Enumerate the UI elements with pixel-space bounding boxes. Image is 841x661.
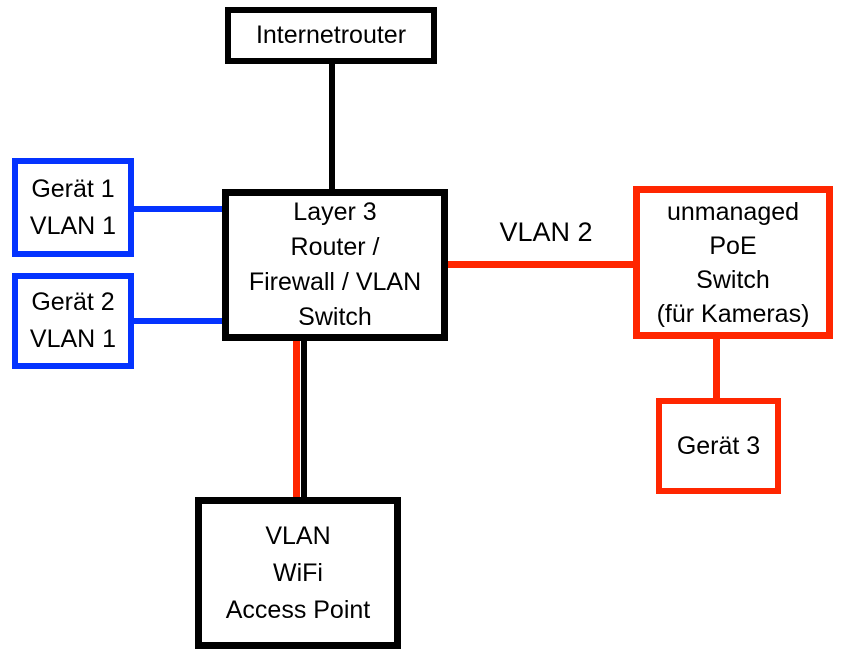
edge-poe-switch-to-geraet3 <box>713 337 720 399</box>
node-layer3-label-line1: Layer 3 <box>293 198 377 226</box>
node-geraet3-label: Gerät 3 <box>676 431 761 460</box>
node-layer3-label-line2: Router / <box>290 233 380 261</box>
node-internetrouter: Internetrouter <box>225 7 437 64</box>
node-poe-switch-label-line1: unmanaged <box>666 197 800 226</box>
edge-layer3-to-poe-switch <box>447 261 635 268</box>
node-layer3-router-firewall-vlan-switch: Layer 3 Router / Firewall / VLAN Switch <box>222 189 448 341</box>
node-vlan-wifi-access-point: VLAN WiFi Access Point <box>195 497 401 649</box>
node-layer3-label-line4: Switch <box>298 303 372 331</box>
node-internetrouter-label: Internetrouter <box>255 21 407 49</box>
node-poe-switch-label-line3: Switch <box>696 265 770 294</box>
node-wifi-ap-label-line3: Access Point <box>225 595 371 624</box>
edge-internetrouter-to-layer3 <box>329 63 335 190</box>
node-wifi-ap-label-line1: VLAN <box>265 521 331 550</box>
node-geraet2: Gerät 2 VLAN 1 <box>12 273 134 369</box>
node-geraet1: Gerät 1 VLAN 1 <box>12 158 134 257</box>
node-geraet1-label-line2: VLAN 1 <box>29 211 117 240</box>
node-geraet2-label-line1: Gerät 2 <box>31 288 115 316</box>
node-geraet3: Gerät 3 <box>656 398 781 494</box>
vlan2-edge-label: VLAN 2 <box>499 217 593 247</box>
node-geraet2-label-line2: VLAN 1 <box>29 325 117 353</box>
node-layer3-label-line3: Firewall / VLAN <box>248 268 422 296</box>
edge-layer3-to-wifi-ap-red <box>293 340 300 498</box>
node-unmanaged-poe-switch: unmanaged PoE Switch (für Kameras) <box>633 186 833 339</box>
edge-layer3-to-wifi-ap-black <box>301 340 307 498</box>
edge-geraet1-to-layer3 <box>133 206 223 212</box>
node-poe-switch-label-line2: PoE <box>709 231 757 260</box>
edge-geraet2-to-layer3 <box>133 318 223 324</box>
node-wifi-ap-label-line2: WiFi <box>273 558 323 587</box>
node-poe-switch-label-line4: (für Kameras) <box>656 299 810 328</box>
node-geraet1-label-line1: Gerät 1 <box>31 174 115 203</box>
